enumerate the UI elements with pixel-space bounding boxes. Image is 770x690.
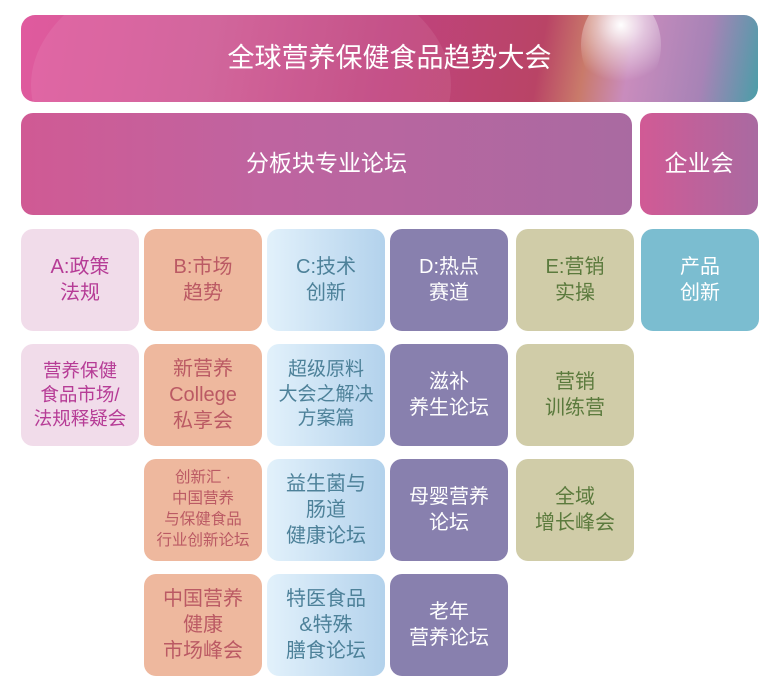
category-d-hot-topics: D:热点 赛道 xyxy=(390,229,508,331)
session-b-2: 创新汇 · 中国营养 与保健食品 行业创新论坛 xyxy=(144,459,262,561)
category-e-marketing: E:营销 实操 xyxy=(516,229,634,331)
session-c-1: 超级原料 大会之解决 方案篇 xyxy=(267,344,385,446)
conference-title-banner: 全球营养保健食品趋势大会 xyxy=(21,15,758,102)
session-a-1: 营养保健 食品市场/ 法规释疑会 xyxy=(21,344,139,446)
session-d-2: 母婴营养 论坛 xyxy=(390,459,508,561)
session-b-3: 中国营养 健康 市场峰会 xyxy=(144,574,262,676)
corporate-meeting-block: 企业会 xyxy=(640,113,758,215)
specialized-forums-block: 分板块专业论坛 xyxy=(21,113,632,215)
session-d-1: 滋补 养生论坛 xyxy=(390,344,508,446)
conference-title: 全球营养保健食品趋势大会 xyxy=(227,42,552,73)
session-e-1: 营销 训练营 xyxy=(516,344,634,446)
session-c-3: 特医食品 &特殊 膳食论坛 xyxy=(267,574,385,676)
category-b-market: B:市场 趋势 xyxy=(144,229,262,331)
session-d-3: 老年 营养论坛 xyxy=(390,574,508,676)
session-b-1: 新营养 College 私享会 xyxy=(144,344,262,446)
category-a-policy: A:政策 法规 xyxy=(21,229,139,331)
category-c-technology: C:技术 创新 xyxy=(267,229,385,331)
session-e-2: 全域 增长峰会 xyxy=(516,459,634,561)
session-c-2: 益生菌与 肠道 健康论坛 xyxy=(267,459,385,561)
category-product-innovation: 产品 创新 xyxy=(641,229,759,331)
